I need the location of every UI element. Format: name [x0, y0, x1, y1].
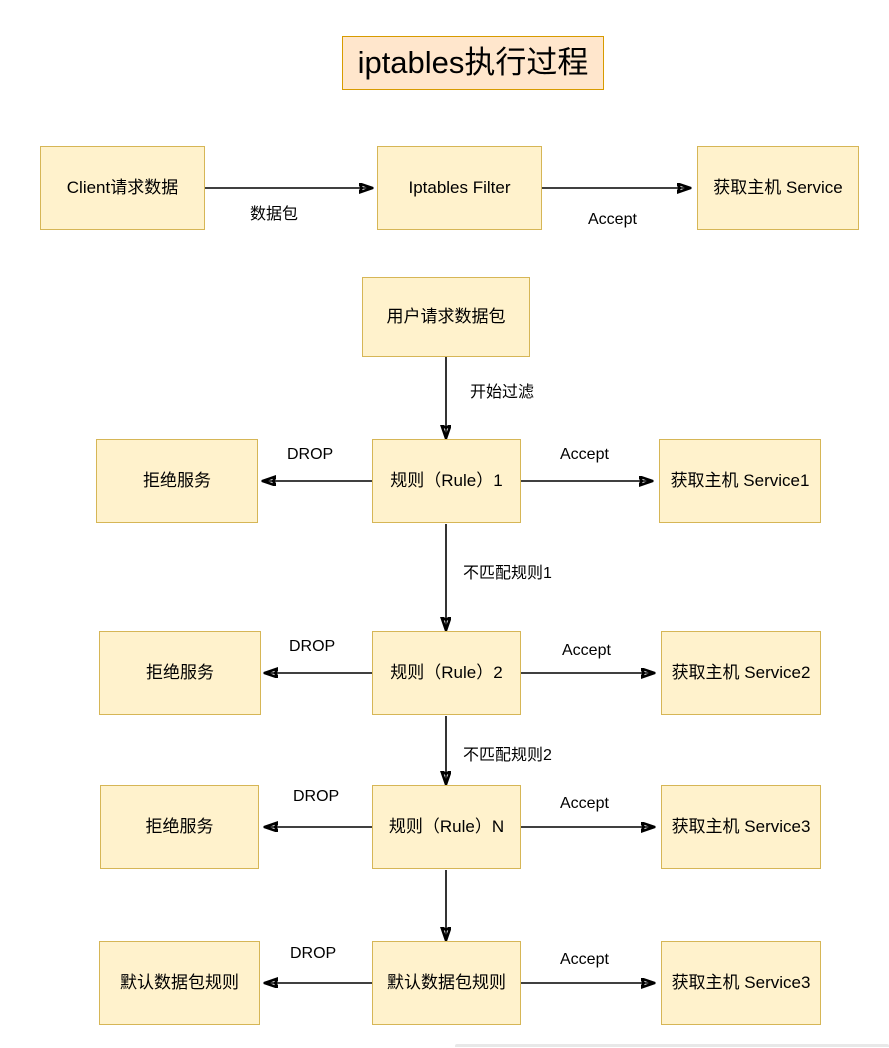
diagram-title-label: iptables执行过程: [357, 45, 589, 81]
edge-label-nomatch-1: 不匹配规则1: [463, 565, 552, 582]
node-client-request[interactable]: Client请求数据: [40, 146, 205, 230]
node-rule-n[interactable]: 规则（Rule）N: [372, 785, 521, 869]
node-rule-2[interactable]: 规则（Rule）2: [372, 631, 521, 715]
node-service-2-label: 获取主机 Service2: [671, 663, 811, 683]
edge-label-accept-n: Accept: [560, 795, 609, 812]
node-service-1[interactable]: 获取主机 Service1: [659, 439, 821, 523]
node-service-3b[interactable]: 获取主机 Service3: [661, 941, 821, 1025]
edge-label-nomatch-2: 不匹配规则2: [463, 747, 552, 764]
edge-label-accept-default: Accept: [560, 951, 609, 968]
node-default-rule[interactable]: 默认数据包规则: [372, 941, 521, 1025]
node-deny-service-2[interactable]: 拒绝服务: [99, 631, 261, 715]
edge-label-accept-top: Accept: [588, 211, 637, 228]
node-iptables-filter-label: Iptables Filter: [408, 178, 511, 198]
node-deny-service-2-label: 拒绝服务: [146, 663, 214, 683]
node-service-3b-label: 获取主机 Service3: [671, 973, 811, 993]
edge-label-drop-2: DROP: [289, 638, 336, 655]
node-client-request-label: Client请求数据: [66, 178, 179, 198]
edge-label-accept-2: Accept: [562, 642, 611, 659]
node-rule-2-label: 规则（Rule）2: [390, 663, 503, 683]
edge-label-drop-n: DROP: [293, 788, 340, 805]
node-rule-1-label: 规则（Rule）1: [390, 471, 503, 491]
node-host-service-label: 获取主机 Service: [713, 178, 843, 198]
node-deny-service-1[interactable]: 拒绝服务: [96, 439, 258, 523]
node-deny-service-1-label: 拒绝服务: [143, 471, 211, 491]
node-user-packet[interactable]: 用户请求数据包: [362, 277, 530, 357]
node-default-rule-deny-label: 默认数据包规则: [120, 973, 239, 993]
node-user-packet-label: 用户请求数据包: [386, 307, 506, 327]
node-service-2[interactable]: 获取主机 Service2: [661, 631, 821, 715]
node-host-service[interactable]: 获取主机 Service: [697, 146, 859, 230]
node-iptables-filter[interactable]: Iptables Filter: [377, 146, 542, 230]
edge-label-drop-default: DROP: [290, 945, 337, 962]
edge-label-start-filter: 开始过滤: [470, 384, 535, 401]
diagram-title: iptables执行过程: [342, 36, 604, 90]
node-deny-service-n-label: 拒绝服务: [145, 817, 214, 837]
edge-label-packet: 数据包: [250, 206, 299, 223]
node-rule-n-label: 规则（Rule）N: [388, 817, 505, 837]
node-rule-1[interactable]: 规则（Rule）1: [372, 439, 521, 523]
panel-bottom-edge: [455, 1044, 889, 1047]
node-service-1-label: 获取主机 Service1: [670, 471, 810, 491]
edge-label-accept-1: Accept: [560, 446, 609, 463]
node-default-rule-label: 默认数据包规则: [387, 973, 506, 993]
node-service-3[interactable]: 获取主机 Service3: [661, 785, 821, 869]
edge-label-drop-1: DROP: [287, 446, 334, 463]
node-service-3-label: 获取主机 Service3: [671, 817, 811, 837]
node-deny-service-n[interactable]: 拒绝服务: [100, 785, 259, 869]
node-default-rule-deny[interactable]: 默认数据包规则: [99, 941, 260, 1025]
